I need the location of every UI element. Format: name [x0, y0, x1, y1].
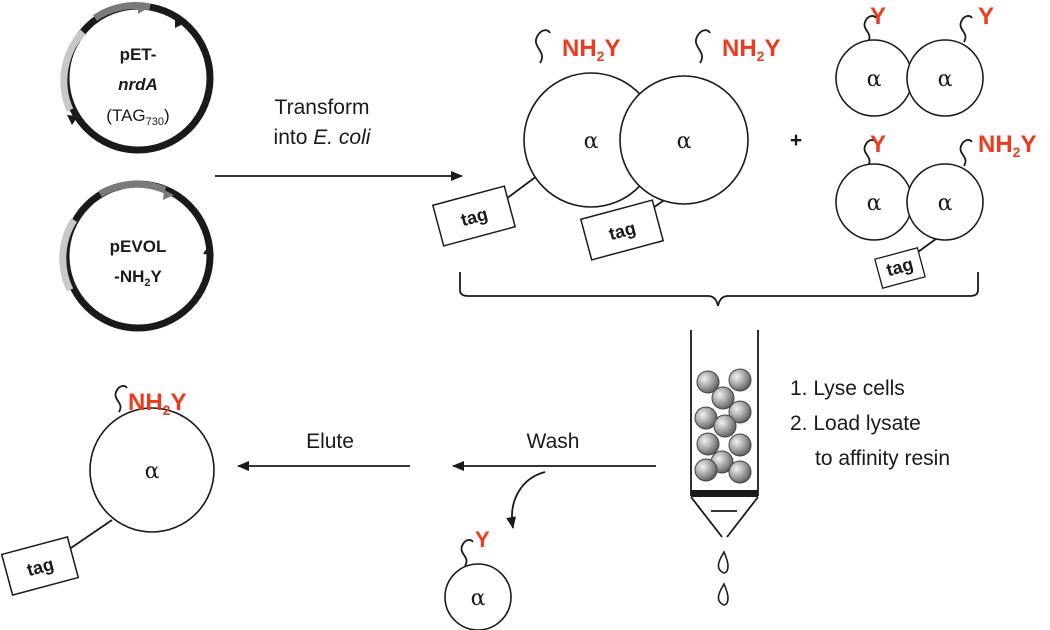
step-load-line2: to affinity resin	[815, 447, 950, 470]
linker	[863, 15, 877, 43]
tag-linker	[67, 519, 113, 551]
plasmid-pet-nrda: pET- nrdA (TAG730)	[60, 2, 214, 154]
alpha-subunit	[906, 163, 984, 241]
linker	[695, 29, 711, 64]
resin-bead	[696, 432, 720, 456]
y-label: Y	[870, 3, 886, 30]
alpha-label: α	[938, 67, 953, 92]
y-label: Y	[870, 131, 886, 158]
alpha-label: α	[938, 191, 953, 216]
resin-bead	[711, 386, 735, 410]
linker	[959, 15, 973, 43]
plasmid2-line1: pEVOL	[110, 237, 167, 256]
nh2y-label: NH2Y	[722, 35, 780, 64]
step-lyse: 1. Lyse cells	[790, 377, 905, 400]
dimer-y-untagged: α α Y Y	[835, 3, 994, 117]
linker	[114, 385, 128, 413]
alpha-label: α	[584, 129, 599, 154]
resin-bead	[728, 400, 752, 424]
plasmid-arrow-icon	[175, 17, 185, 28]
plasmid1-line3: (TAG730)	[106, 106, 169, 128]
transform-label-line2: into E. coli	[274, 126, 372, 149]
resin-bead	[728, 460, 752, 484]
monomer-y-washed: α Y	[444, 527, 512, 630]
linker	[460, 539, 474, 567]
affinity-column	[690, 330, 759, 606]
resin-bead	[696, 370, 720, 394]
nh2y-label: NH2Y	[978, 131, 1036, 160]
resin-bead	[694, 458, 718, 482]
alpha-label: α	[677, 129, 692, 154]
alpha-label: α	[145, 459, 160, 484]
alpha-subunit	[444, 563, 512, 630]
elute-label: Elute	[306, 430, 354, 453]
step-load: 2. Load lysate	[790, 412, 921, 435]
plasmid-arrow-icon	[203, 245, 214, 255]
plasmid-arrow-icon	[163, 190, 174, 200]
alpha-subunit	[619, 75, 749, 205]
dimer-nh2y-tagged: α α NH2Y NH2Y tag tag	[431, 29, 780, 261]
plasmid-arrow-icon	[67, 115, 78, 125]
nh2y-label: NH2Y	[562, 35, 620, 64]
plus-sign: +	[790, 129, 802, 152]
tag-box: tag	[431, 185, 517, 247]
alpha-subunit	[906, 39, 984, 117]
tag-box: tag	[874, 247, 926, 289]
plasmid2-line2: -NH2Y	[114, 267, 162, 289]
plasmid1-line2: nrdA	[118, 75, 158, 94]
linker	[863, 139, 877, 167]
linker	[959, 139, 973, 167]
tag-box: tag	[579, 199, 665, 261]
resin-bead	[728, 433, 752, 457]
dimer-y-nh2y-tagged: α α Y NH2Y tag	[835, 131, 1036, 289]
resin-bead	[713, 414, 737, 438]
brace	[459, 272, 979, 307]
y-label: Y	[475, 527, 490, 552]
monomer-nh2y-tagged-eluted: α NH2Y tag	[0, 385, 215, 597]
plasmid1-line1: pET-	[120, 45, 157, 64]
alpha-label: α	[867, 191, 882, 216]
alpha-subunit	[89, 407, 215, 533]
alpha-label: α	[867, 67, 882, 92]
plasmid-pevol-nh2y: pEVOL -NH2Y	[59, 180, 214, 332]
transform-label: Transform	[275, 96, 370, 119]
resin-bead	[728, 368, 752, 392]
linker	[535, 29, 551, 64]
wash-label: Wash	[527, 430, 580, 453]
plasmid-arrow-icon	[138, 2, 148, 14]
tag-box: tag	[0, 535, 80, 597]
wash-flow-arrow	[506, 471, 546, 529]
y-label: Y	[978, 3, 994, 30]
alpha-label: α	[471, 586, 486, 611]
droplet-icon	[717, 582, 729, 606]
droplet-icon	[717, 550, 729, 574]
nh2y-label: NH2Y	[128, 389, 186, 418]
